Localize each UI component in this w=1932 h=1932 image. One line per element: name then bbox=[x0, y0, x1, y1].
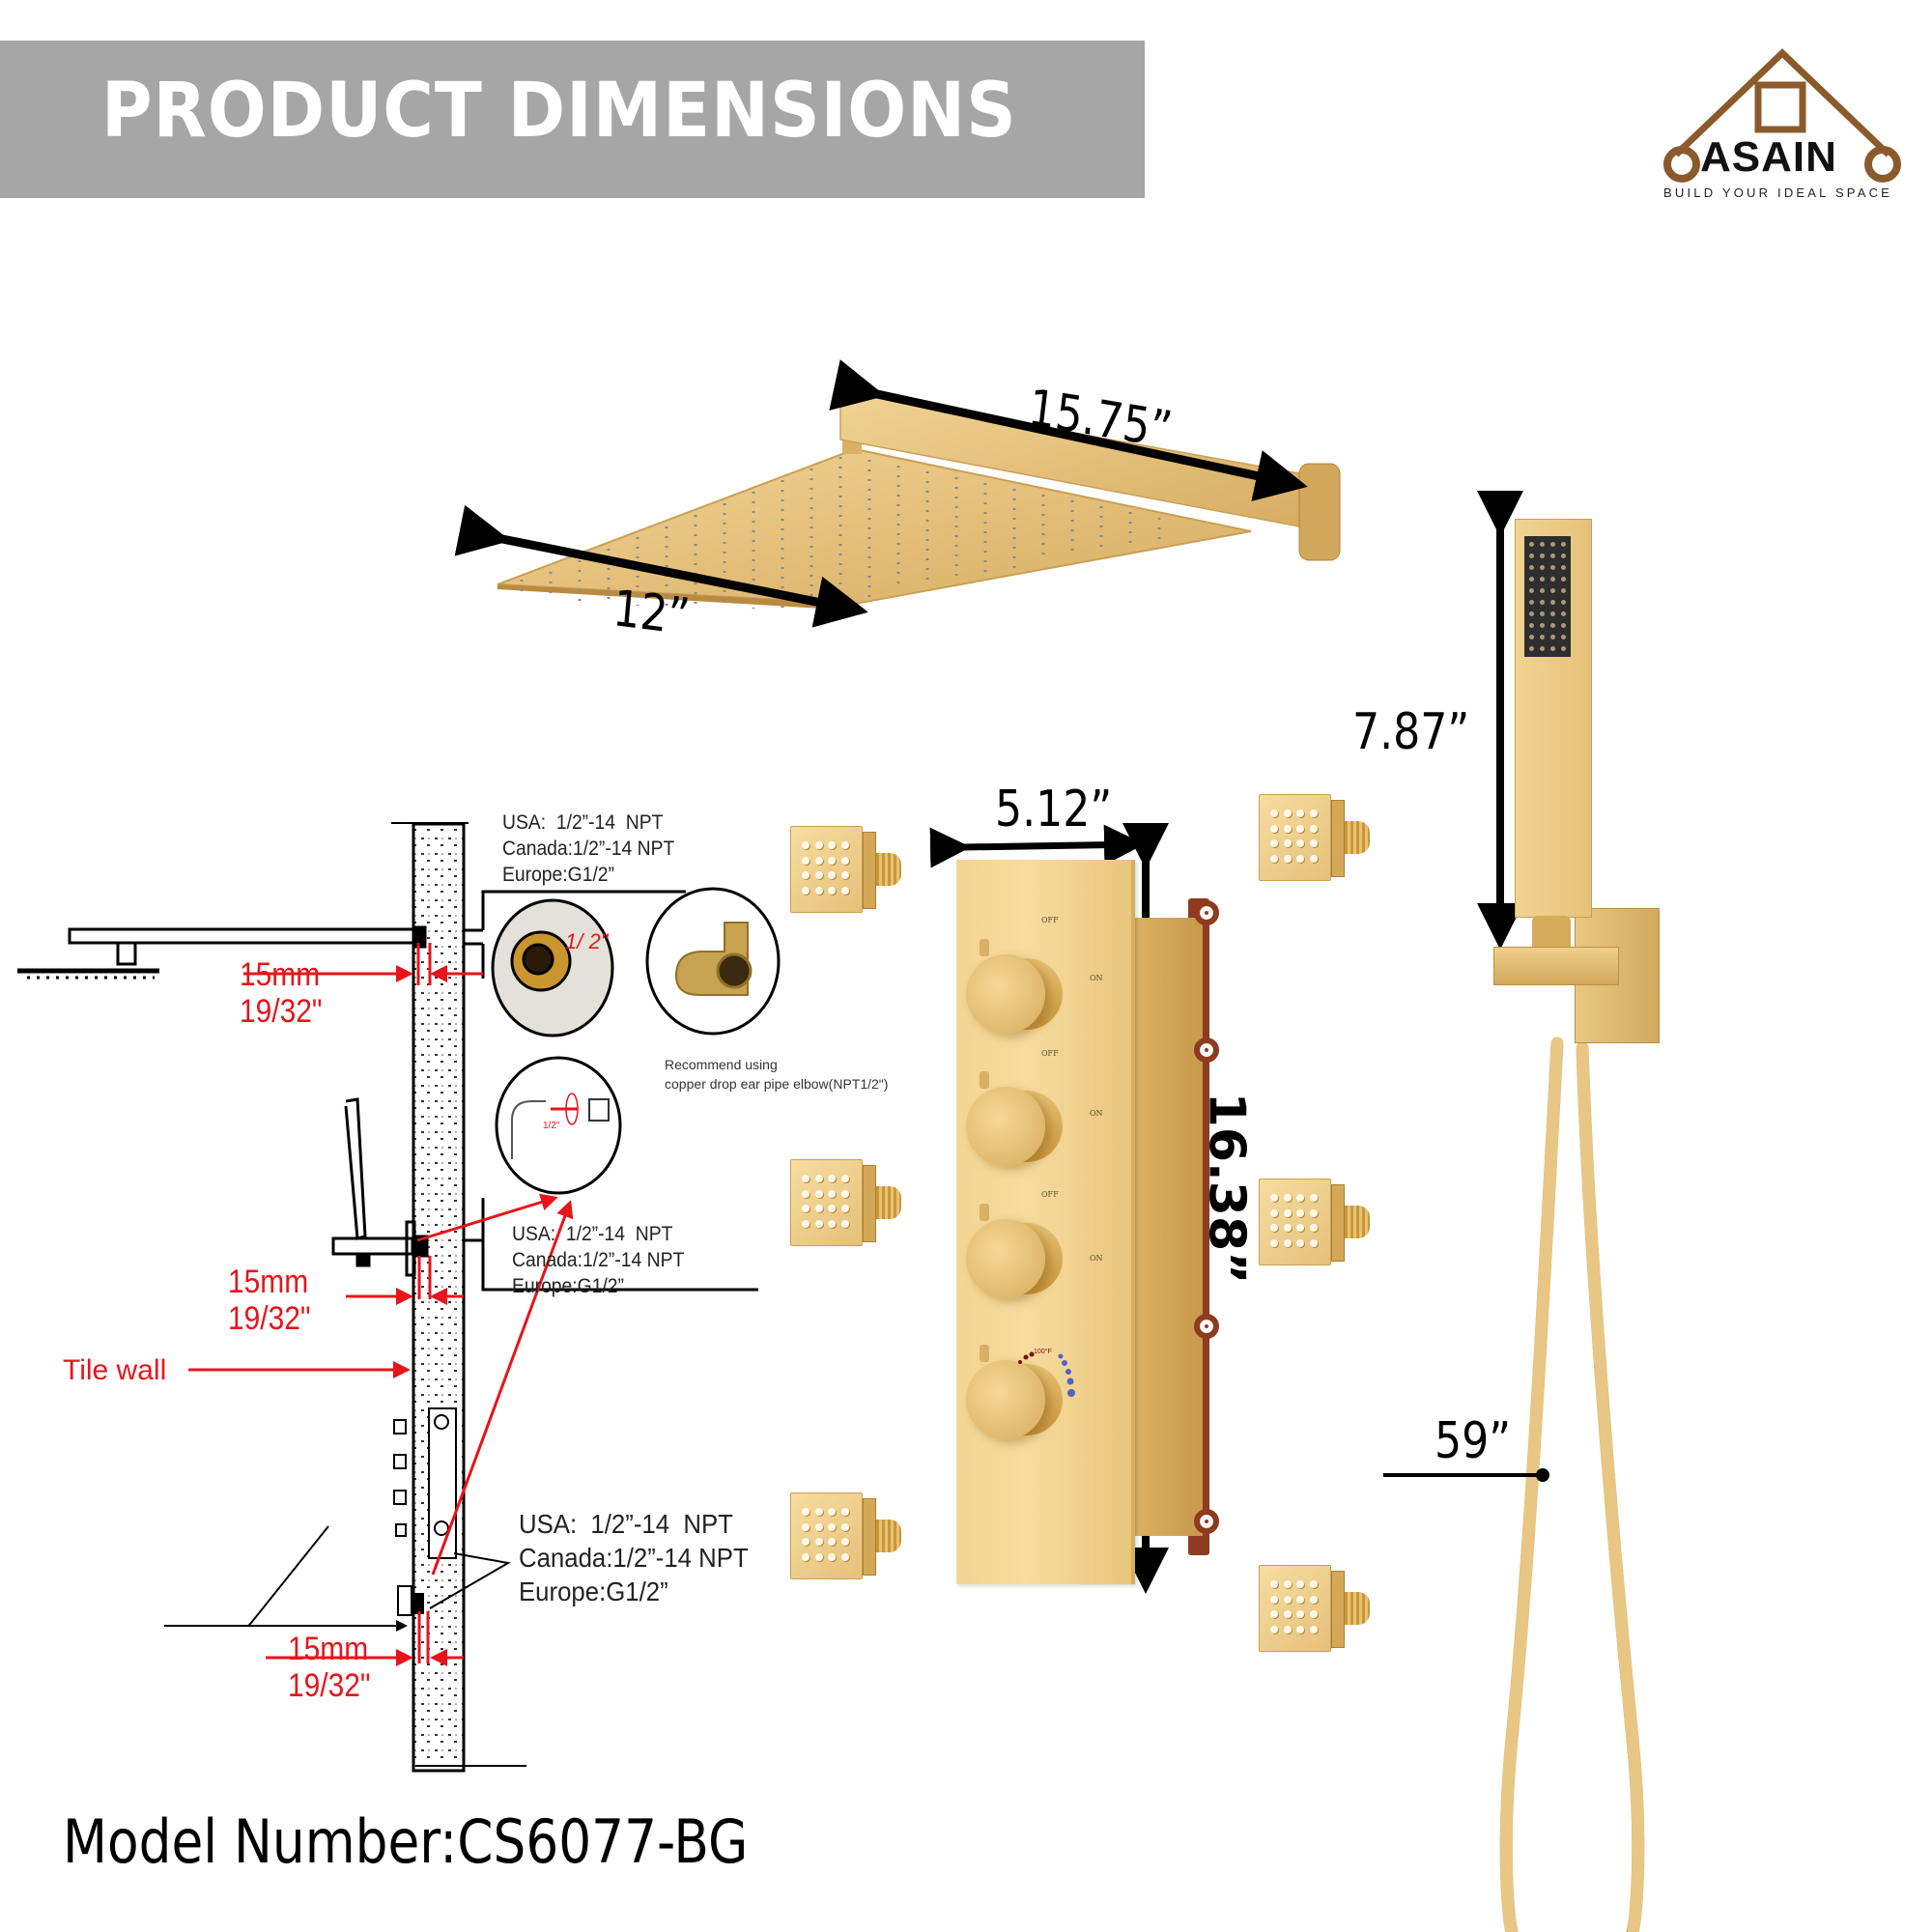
diverter-knob-1[interactable] bbox=[966, 939, 1072, 1061]
temperature-mark: 100°F bbox=[1034, 1349, 1052, 1355]
detail-circle-thread bbox=[491, 898, 614, 1037]
temperature-scale-dots bbox=[1018, 1351, 1075, 1397]
rain-shower-icon bbox=[966, 954, 1045, 1034]
diverter-knob-2[interactable] bbox=[966, 1071, 1072, 1193]
tile-wall-label: Tile wall bbox=[63, 1354, 167, 1386]
valve-rough-in-body bbox=[1135, 918, 1203, 1536]
thread-size-label: 1/ 2" bbox=[565, 929, 609, 953]
hand-shower-holder bbox=[1493, 947, 1619, 985]
valve-width-label: 5.12” bbox=[995, 781, 1113, 838]
body-jet bbox=[790, 1492, 901, 1589]
knob-3-off-label: OFF bbox=[1041, 1190, 1059, 1199]
knob-2-on-label: ON bbox=[1090, 1109, 1103, 1118]
detail-circle-elbow bbox=[645, 887, 781, 1036]
elbow-detail-label: 1/2" bbox=[543, 1121, 560, 1131]
rain-head-width-label: 12” bbox=[611, 580, 693, 647]
mounting-lug bbox=[1194, 1509, 1219, 1534]
shower-arm-length-label: 15.75” bbox=[1025, 379, 1176, 461]
body-jets-icon bbox=[966, 1087, 1045, 1166]
brand-tagline: BUILD YOUR IDEAL SPACE bbox=[1663, 185, 1893, 200]
model-number: Model Number:CS6077-BG bbox=[63, 1806, 749, 1877]
hand-shower-length-label: 7.87” bbox=[1352, 703, 1470, 761]
hand-shower-connector bbox=[1532, 916, 1571, 951]
page-title: PRODUCT DIMENSIONS bbox=[101, 68, 1017, 155]
drawing-valve bbox=[164, 1407, 511, 1632]
knob-3-on-label: ON bbox=[1090, 1254, 1103, 1263]
header-banner bbox=[0, 41, 1145, 198]
brand-name: ASAIN bbox=[1700, 133, 1837, 181]
hand-shower-icon bbox=[966, 1219, 1045, 1298]
body-jet bbox=[1259, 1179, 1370, 1275]
hand-shower-spray-face bbox=[1524, 536, 1571, 657]
hose-length-label: 59” bbox=[1435, 1412, 1512, 1470]
mounting-lug bbox=[1194, 1314, 1219, 1339]
knob-2-off-label: OFF bbox=[1041, 1049, 1059, 1058]
body-jet bbox=[1259, 1565, 1370, 1662]
mounting-lug bbox=[1194, 1037, 1219, 1063]
rain-shower-head bbox=[454, 359, 1341, 628]
thermostat-logo-icon bbox=[966, 1360, 1045, 1439]
knob-1-off-label: OFF bbox=[1041, 916, 1059, 924]
tile-wall-section bbox=[391, 822, 526, 1773]
knob-1-on-label: ON bbox=[1090, 974, 1103, 982]
body-jet bbox=[1259, 794, 1370, 891]
mounting-lug bbox=[1194, 900, 1219, 925]
casaino-house-logo-icon bbox=[1663, 48, 1901, 183]
body-jet bbox=[790, 826, 901, 923]
diverter-knob-3[interactable] bbox=[966, 1204, 1072, 1325]
thermostatic-knob[interactable] bbox=[966, 1345, 1072, 1466]
hose bbox=[1499, 1037, 1645, 1932]
body-jet bbox=[790, 1159, 901, 1256]
